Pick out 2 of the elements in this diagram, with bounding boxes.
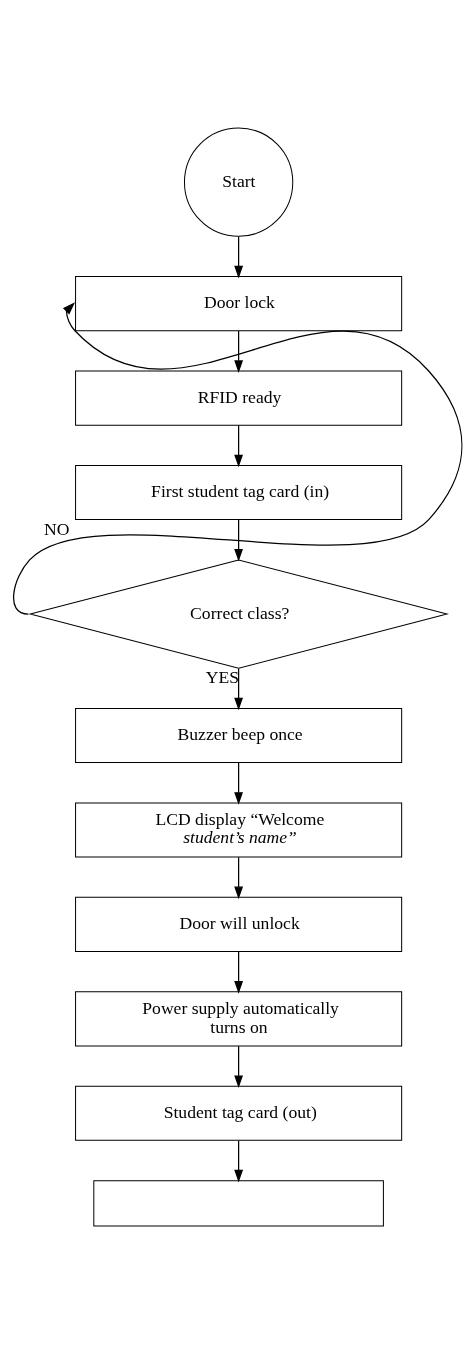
edge-label: YES (205, 666, 240, 687)
edge-label: NO (44, 518, 70, 539)
